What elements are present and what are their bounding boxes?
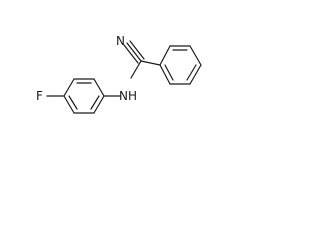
nitrile-n-label: N xyxy=(116,34,125,48)
alpha-carbon-bonds xyxy=(130,60,161,79)
fluorine-label: F xyxy=(36,89,43,103)
molecule-structure: N NH F xyxy=(36,34,202,114)
amine-nh-label: NH xyxy=(119,89,137,103)
phenyl-ring xyxy=(159,45,202,85)
fluorophenyl-ring xyxy=(63,78,105,114)
nitrile-group xyxy=(123,40,145,64)
structure-canvas: N NH F xyxy=(0,0,237,128)
